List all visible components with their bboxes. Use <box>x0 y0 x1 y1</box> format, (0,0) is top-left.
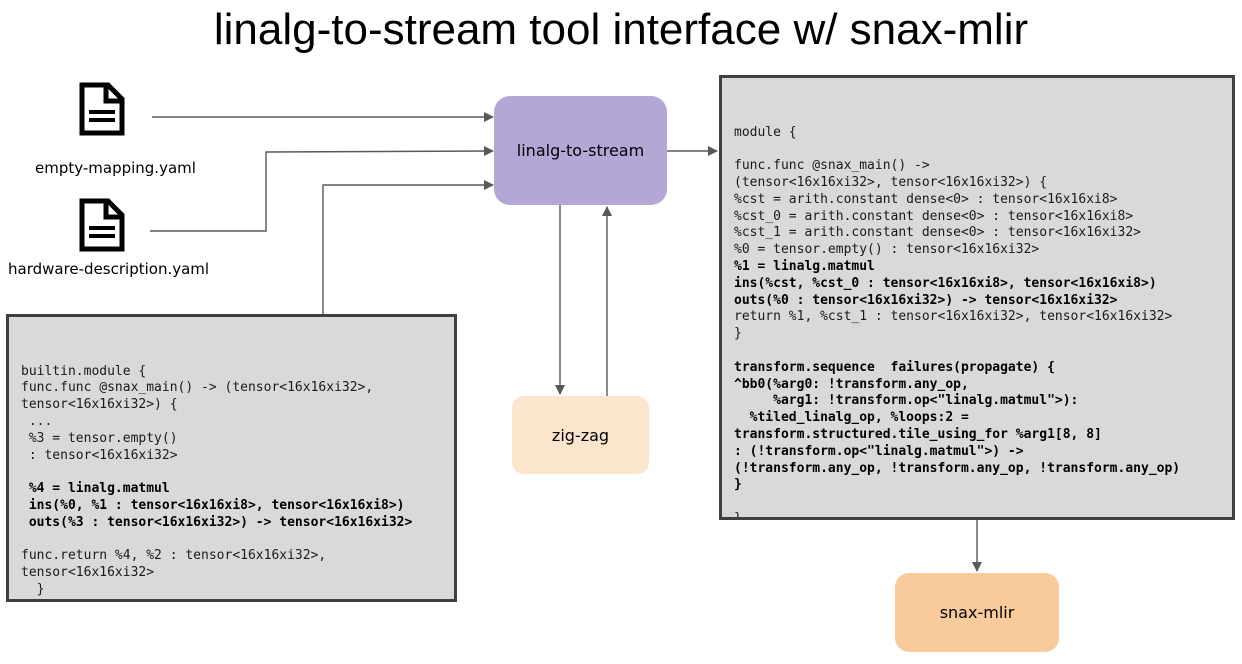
code-line: %cst_1 = arith.constant dense<0> : tenso… <box>734 225 1141 241</box>
zig-zag-label: zig-zag <box>551 425 610 445</box>
code-line: %cst = arith.constant dense<0> : tensor<… <box>734 191 1118 207</box>
code-line <box>734 494 1232 511</box>
linalg-to-stream-node: linalg-to-stream <box>494 96 667 205</box>
code-line: (!transform.any_op, !transform.any_op, !… <box>734 460 1181 476</box>
snax-mlir-node: snax-mlir <box>895 573 1059 652</box>
output-code-box: module { func.func @snax_main() ->(tensor… <box>719 75 1235 520</box>
code-line: } <box>21 599 454 600</box>
code-line: transform.sequence failures(propagate) { <box>734 359 1055 375</box>
code-line: return %1, %cst_1 : tensor<16x16xi32>, t… <box>734 309 1173 325</box>
arrow-hardware-to-tool <box>150 146 494 232</box>
code-line: (tensor<16x16xi32>, tensor<16x16xi32>) { <box>734 174 1048 190</box>
code-line: module { <box>734 124 797 140</box>
code-line: builtin.module { <box>21 363 147 379</box>
code-line: %arg1: !transform.op<"linalg.matmul">): <box>734 393 1079 409</box>
code-line: tensor<16x16xi32> <box>21 565 155 581</box>
output-code-lines: module { func.func @snax_main() ->(tensor… <box>734 124 1232 520</box>
code-line: ... <box>21 413 53 429</box>
arrow-input-to-tool <box>322 180 494 314</box>
code-line: } <box>21 581 45 597</box>
code-line: : tensor<16x16xi32> <box>21 447 178 463</box>
code-line: %3 = tensor.empty() <box>21 430 178 446</box>
code-line: ins(%cst, %cst_0 : tensor<16x16xi8>, ten… <box>734 275 1157 291</box>
code-line: : (!transform.op<"linalg.matmul">) -> <box>734 443 1024 459</box>
code-line: %0 = tensor.empty() : tensor<16x16xi32> <box>734 242 1040 258</box>
code-line: func.return %4, %2 : tensor<16x16xi32>, <box>21 548 327 564</box>
document-icon <box>79 198 125 252</box>
mapping-file-label: empty-mapping.yaml <box>35 159 196 177</box>
code-line: func.func @snax_main() -> (tensor<16x16x… <box>21 380 374 396</box>
code-line: } <box>734 477 742 493</box>
document-icon <box>79 82 125 136</box>
code-line <box>21 532 454 549</box>
code-line: %tiled_linalg_op, %loops:2 = <box>734 410 969 426</box>
code-line <box>734 141 1232 158</box>
code-line: tensor<16x16xi32>) { <box>21 397 178 413</box>
input-code-lines: builtin.module {func.func @snax_main() -… <box>21 363 454 600</box>
page-title: linalg-to-stream tool interface w/ snax-… <box>213 5 1029 54</box>
code-line: outs(%0 : tensor<16x16xi32>) -> tensor<1… <box>734 292 1118 308</box>
code-line: } <box>734 326 742 342</box>
hardware-file-label: hardware-description.yaml <box>8 260 210 278</box>
code-line <box>734 343 1232 360</box>
code-line: ins(%0, %1 : tensor<16x16xi8>, tensor<16… <box>21 497 405 513</box>
code-line: func.func @snax_main() -> <box>734 158 930 174</box>
linalg-to-stream-label: linalg-to-stream <box>516 141 645 160</box>
code-line: %1 = linalg.matmul <box>734 258 875 274</box>
snax-mlir-label: snax-mlir <box>939 603 1015 622</box>
code-line: transform.structured.tile_using_for %arg… <box>734 426 1102 442</box>
code-line: } <box>734 510 742 520</box>
code-line: ^bb0(%arg0: !transform.any_op, <box>734 376 969 392</box>
code-line <box>21 464 454 481</box>
code-line: %cst_0 = arith.constant dense<0> : tenso… <box>734 208 1134 224</box>
code-line: outs(%3 : tensor<16x16xi32>) -> tensor<1… <box>21 514 413 530</box>
input-code-box: builtin.module {func.func @snax_main() -… <box>6 314 457 602</box>
code-line: %4 = linalg.matmul <box>21 481 170 497</box>
zig-zag-node: zig-zag <box>512 396 649 474</box>
